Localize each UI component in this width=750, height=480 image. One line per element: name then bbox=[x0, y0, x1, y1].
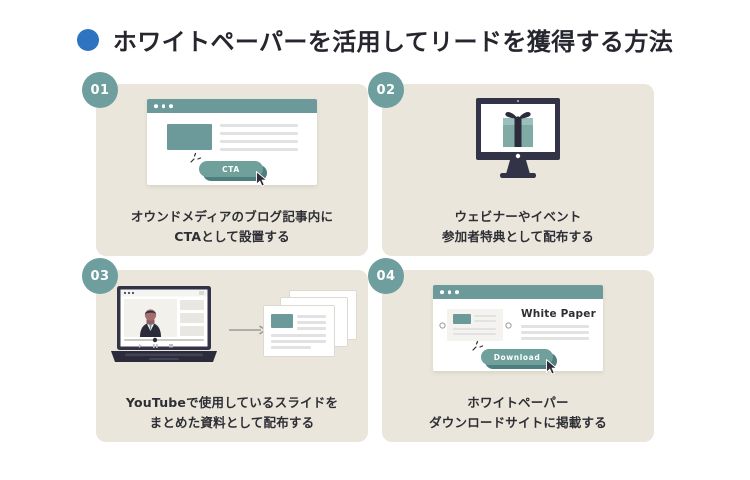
text-line bbox=[220, 140, 298, 144]
download-button-wrap: Download bbox=[472, 340, 558, 375]
browser-content: White Paper Download bbox=[433, 299, 603, 375]
whitepaper-browser-mockup: White Paper Download bbox=[433, 285, 603, 375]
browser-title-bar bbox=[147, 99, 317, 113]
preview-text-line bbox=[474, 320, 496, 323]
card-02[interactable]: 02 bbox=[368, 72, 654, 256]
text-line bbox=[521, 331, 589, 335]
card-01-caption: オウンドメディアのブログ記事内に CTAとして設置する bbox=[104, 207, 360, 246]
cta-button-wrap: CTA bbox=[190, 152, 268, 187]
caption-line: ダウンロードサイトに掲載する bbox=[429, 414, 607, 430]
monitor-gift-icon bbox=[476, 98, 560, 178]
bullet-circle-icon bbox=[76, 28, 99, 51]
document-preview bbox=[447, 309, 503, 341]
image-placeholder bbox=[167, 124, 212, 150]
video-to-slides-scene bbox=[107, 280, 357, 376]
slide-text-line bbox=[297, 315, 326, 319]
window-dots-icon bbox=[154, 104, 173, 108]
text-line bbox=[521, 325, 589, 329]
cursor-arrow-icon bbox=[256, 171, 268, 187]
card-01-illustration: CTA bbox=[96, 90, 368, 194]
slide-stack bbox=[263, 290, 357, 364]
caption-line: YouTubeで使用しているスライドを bbox=[125, 395, 339, 411]
page-title: ホワイトペーパーを活用してリードを獲得する方法 bbox=[112, 28, 674, 56]
preview-thumbnail bbox=[453, 314, 471, 324]
caption-line: まとめた資料として配布する bbox=[149, 414, 315, 430]
sparkle-icon bbox=[472, 340, 484, 351]
card-03-caption: YouTubeで使用しているスライドを まとめた資料として配布する bbox=[104, 393, 360, 432]
card-04-illustration: White Paper Download bbox=[382, 276, 654, 380]
preview-text-line bbox=[474, 315, 496, 318]
carousel-next-icon[interactable] bbox=[505, 322, 512, 329]
cards-grid: 01 CTA bbox=[82, 72, 654, 442]
card-01[interactable]: 01 CTA bbox=[82, 72, 368, 256]
card-02-number-badge: 02 bbox=[368, 72, 404, 108]
card-02-caption: ウェビナーやイベント 参加者特典として配布する bbox=[390, 207, 646, 246]
preview-text-line bbox=[453, 333, 496, 336]
caption-line: CTAとして設置する bbox=[174, 228, 290, 244]
card-04-number-badge: 04 bbox=[368, 258, 404, 294]
browser-content: CTA bbox=[147, 113, 317, 187]
whitepaper-heading: White Paper bbox=[521, 308, 596, 320]
page-title-row: ホワイトペーパーを活用してリードを獲得する方法 bbox=[0, 22, 750, 57]
laptop-video-icon bbox=[111, 286, 217, 362]
caption-line: 参加者特典として配布する bbox=[441, 228, 595, 244]
slide-text-line bbox=[271, 334, 326, 338]
card-03-illustration bbox=[96, 276, 368, 380]
text-line bbox=[220, 124, 298, 128]
text-line bbox=[220, 148, 298, 152]
carousel-prev-icon[interactable] bbox=[439, 322, 446, 329]
cta-button[interactable]: CTA bbox=[199, 161, 263, 177]
card-02-illustration bbox=[382, 90, 654, 194]
slide-card-front bbox=[263, 305, 335, 357]
card-04[interactable]: 04 bbox=[368, 258, 654, 442]
slide-thumbnail bbox=[271, 314, 293, 328]
download-button[interactable]: Download bbox=[481, 349, 553, 365]
sparkle-icon bbox=[190, 152, 202, 163]
preview-text-line bbox=[453, 328, 496, 331]
browser-mockup: CTA bbox=[147, 99, 317, 187]
card-03-number-badge: 03 bbox=[82, 258, 118, 294]
text-line bbox=[521, 337, 589, 341]
window-dots-icon bbox=[440, 290, 459, 294]
caption-line: オウンドメディアのブログ記事内に bbox=[130, 209, 334, 225]
text-line bbox=[220, 132, 298, 136]
slide-text-line bbox=[297, 327, 326, 331]
browser-title-bar bbox=[433, 285, 603, 299]
slide-text-line bbox=[297, 321, 326, 325]
card-04-caption: ホワイトペーパー ダウンロードサイトに掲載する bbox=[390, 393, 646, 432]
caption-line: ウェビナーやイベント bbox=[454, 209, 582, 225]
cursor-arrow-icon bbox=[546, 359, 558, 375]
card-01-number-badge: 01 bbox=[82, 72, 118, 108]
caption-line: ホワイトペーパー bbox=[467, 395, 569, 411]
slide-text-line bbox=[271, 340, 326, 344]
slide-text-line bbox=[271, 346, 311, 350]
card-03[interactable]: 03 bbox=[82, 258, 368, 442]
